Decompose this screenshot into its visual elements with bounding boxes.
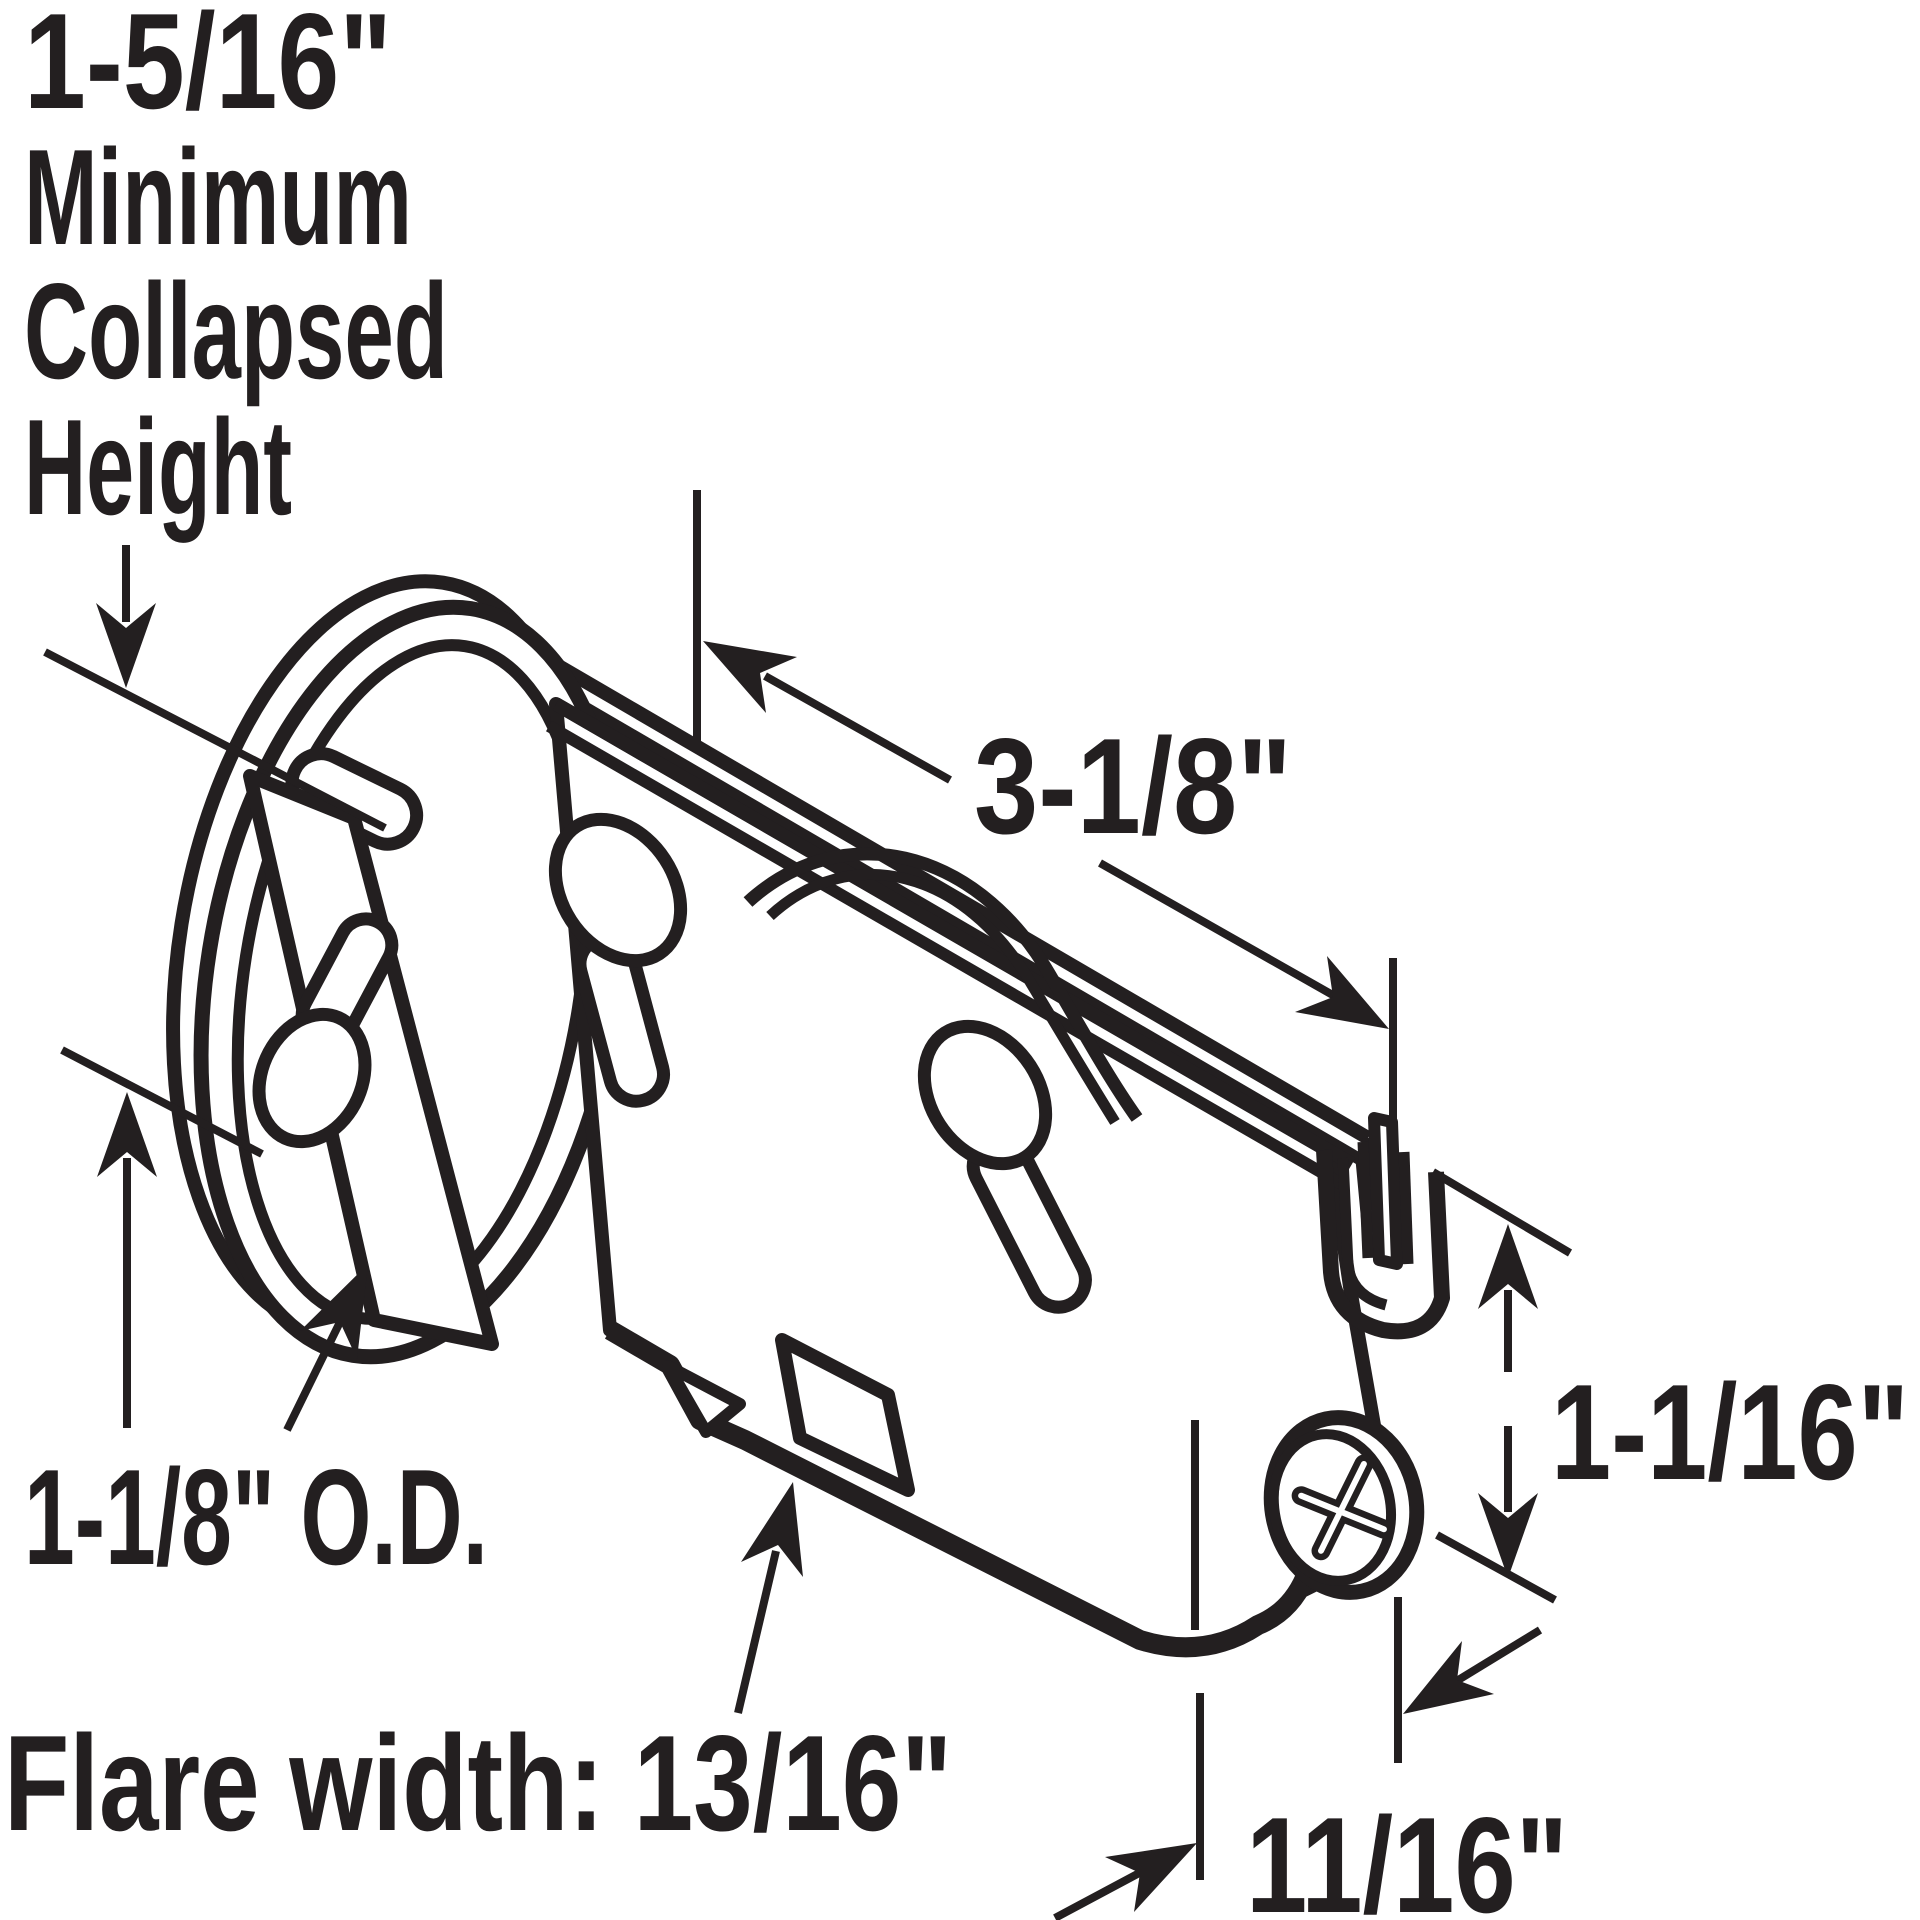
arch-cutout-outer <box>743 847 1143 1122</box>
extension-lines <box>43 490 1573 1880</box>
housing-bottom-edge <box>604 1321 1315 1658</box>
ext-line-top-left <box>43 648 387 832</box>
arrowhead-down-icon <box>96 603 156 688</box>
rear-rivet-head <box>917 1019 1053 1171</box>
ext-line-bottom-left <box>60 1046 264 1158</box>
housing-front-rail-inner <box>545 720 1349 1192</box>
label-wheel-od: 1-1/8" O.D. <box>24 1441 488 1593</box>
end-hook-flare <box>1316 1112 1450 1340</box>
dim-line-length-right <box>1098 859 1340 1002</box>
phillips-screw-icon <box>1263 1410 1425 1600</box>
front-rivet-head <box>548 812 688 968</box>
dimension-lines <box>122 545 1543 1920</box>
arrowhead-endheight-up-icon <box>1478 1224 1538 1309</box>
mounting-lip <box>775 1333 915 1497</box>
dimension-labels: 1-5/16" Minimum Collapsed Height 3-1/8" … <box>4 0 1909 1920</box>
housing-front-plate <box>545 697 1402 1658</box>
arrowhead-endwidth-right-icon <box>1403 1641 1494 1714</box>
label-collapsed-height-line3: Collapsed <box>24 255 448 407</box>
ext-line-endheight-top <box>1430 1168 1573 1257</box>
ext-line-endwidth-left <box>1191 1420 1204 1880</box>
arch-cutout-inner <box>766 869 1120 1125</box>
label-collapsed-height-line2: Minimum <box>24 121 412 273</box>
dim-line-od <box>283 1316 346 1432</box>
rail-end-tab <box>1368 1112 1403 1270</box>
ext-line-endheight-bottom <box>1435 1531 1557 1604</box>
label-housing-length: 3-1/8" <box>974 710 1292 862</box>
label-collapsed-height-line1: 1-5/16" <box>24 0 392 137</box>
arrowhead-endwidth-left-icon <box>1105 1843 1197 1912</box>
arrowhead-upleft-icon <box>703 641 797 713</box>
label-end-width: 11/16" <box>1246 1789 1568 1920</box>
flare-tab <box>662 1360 746 1438</box>
arrowhead-up-icon <box>97 1092 157 1177</box>
housing-front-rail <box>552 697 1356 1171</box>
axle-rivet-head <box>252 1007 372 1149</box>
dim-line-endwidth-left <box>1053 1867 1145 1920</box>
side-flange-plate <box>243 769 499 1351</box>
arrowhead-flare-icon <box>741 1482 803 1577</box>
arrowheads <box>96 603 1538 1912</box>
label-collapsed-height-line4: Height <box>24 391 292 543</box>
dim-line-length-left <box>763 672 952 784</box>
label-flare-width: Flare width: 13/16" <box>4 1707 952 1859</box>
arrowhead-downright-icon <box>1295 956 1389 1029</box>
label-end-height: 1-1/16" <box>1551 1356 1909 1508</box>
arrowhead-endheight-down-icon <box>1478 1493 1538 1578</box>
dim-line-flare <box>734 1550 780 1714</box>
arrowhead-od-icon <box>300 1264 368 1359</box>
dim-line-endwidth-right <box>1452 1626 1543 1686</box>
